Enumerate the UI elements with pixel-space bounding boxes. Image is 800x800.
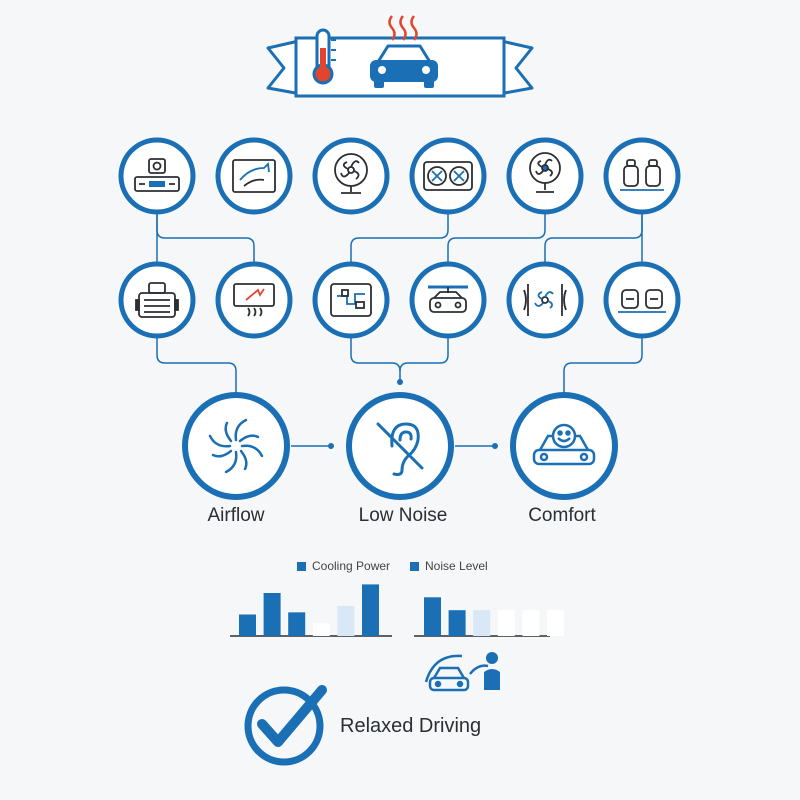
cooling-bar-1 bbox=[239, 614, 256, 636]
cooling-power-chart bbox=[239, 584, 379, 636]
row2-node-4 bbox=[409, 261, 487, 339]
legend-swatch-noise bbox=[410, 561, 419, 571]
row1-node-6 bbox=[603, 137, 681, 215]
label-comfort: Comfort bbox=[528, 505, 596, 526]
stage-node-comfort bbox=[510, 392, 618, 500]
filter-unit-icon bbox=[135, 282, 179, 318]
cooling-bar-6 bbox=[362, 584, 379, 636]
car-seats-icon bbox=[620, 159, 664, 191]
noise-bar-2 bbox=[448, 610, 466, 636]
noise-level-chart bbox=[424, 597, 564, 636]
muted-ear-icon bbox=[376, 422, 424, 476]
control-unit-icon bbox=[134, 158, 180, 192]
heat-waves-icon bbox=[388, 15, 418, 41]
noise-bar-6 bbox=[547, 610, 564, 636]
driver-car-icon bbox=[424, 652, 500, 692]
rear-seats-icon bbox=[618, 289, 666, 313]
connectors bbox=[156, 213, 643, 447]
row1-node-5 bbox=[506, 137, 584, 215]
cooling-bar-2 bbox=[263, 593, 281, 636]
duct-layout-icon bbox=[330, 283, 372, 317]
cooling-bar-3 bbox=[288, 612, 306, 636]
noise-bar-1 bbox=[424, 597, 441, 636]
noise-bar-5 bbox=[522, 610, 540, 636]
legend-label-cooling: Cooling Power bbox=[312, 559, 391, 573]
cooling-bar-4 bbox=[312, 623, 330, 636]
desk-fan-icon bbox=[529, 152, 561, 193]
row1-node-4 bbox=[409, 137, 487, 215]
noise-bar-4 bbox=[497, 610, 515, 636]
row1-node-1 bbox=[118, 137, 196, 215]
row2-node-6 bbox=[603, 261, 681, 339]
stage-node-airflow bbox=[182, 392, 290, 500]
car-vent-icon bbox=[428, 285, 468, 313]
legend-cooling: Cooling Power bbox=[297, 559, 390, 573]
stage-node-low-noise bbox=[346, 392, 454, 500]
row2-node-5 bbox=[506, 261, 584, 339]
row1-node-3 bbox=[312, 137, 390, 215]
fan-vents-icon bbox=[523, 284, 567, 316]
swirl-icon bbox=[208, 418, 264, 474]
row2-node-3 bbox=[312, 261, 390, 339]
thermometer-icon bbox=[312, 28, 336, 85]
legend-noise: Noise Level bbox=[410, 559, 488, 573]
legend-swatch-cooling bbox=[297, 561, 306, 571]
smiling-car-icon bbox=[532, 423, 596, 466]
car-icon bbox=[370, 44, 438, 88]
checkmark-icon bbox=[244, 685, 327, 766]
cooling-bar-5 bbox=[337, 605, 355, 636]
title-banner bbox=[266, 15, 534, 98]
row2-node-2 bbox=[215, 261, 293, 339]
fan-icon bbox=[334, 153, 368, 194]
noise-bar-3 bbox=[473, 610, 491, 636]
display-airflow-icon bbox=[233, 283, 275, 317]
legend-label-noise: Noise Level bbox=[425, 559, 488, 573]
row1-node-2 bbox=[215, 137, 293, 215]
dual-fan-icon bbox=[423, 161, 473, 191]
label-low-noise: Low Noise bbox=[358, 505, 448, 526]
row2-node-1 bbox=[118, 261, 196, 339]
label-airflow: Airflow bbox=[207, 505, 265, 526]
airflow-panel-icon bbox=[232, 159, 276, 193]
result-label: Relaxed Driving bbox=[340, 715, 482, 737]
